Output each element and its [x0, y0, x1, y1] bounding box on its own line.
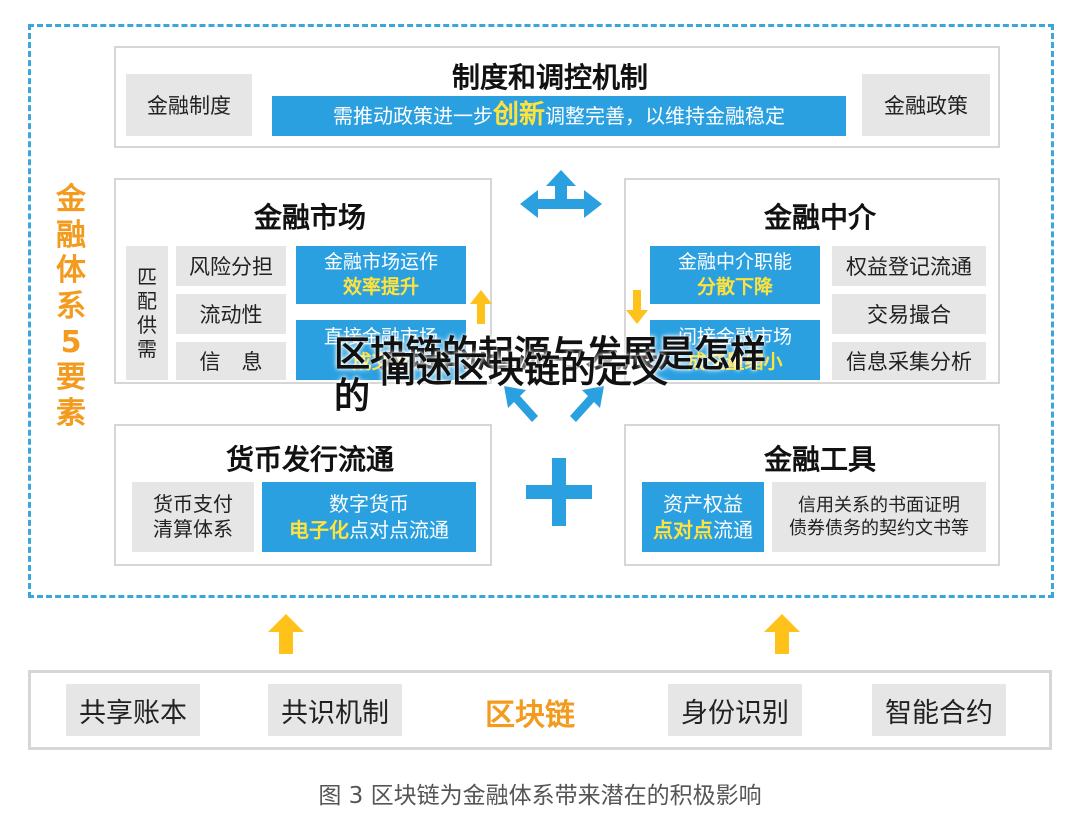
side-label-char: 素	[56, 396, 86, 432]
up-arrow-right-icon	[764, 614, 800, 654]
asset-equity-box: 资产权益 点对点流通	[642, 482, 764, 552]
side-label-char: 系	[56, 289, 86, 325]
match-char: 配	[137, 289, 157, 313]
shared-ledger-box: 共享账本	[66, 684, 200, 736]
market-efficiency-box: 金融市场运作 效率提升	[296, 246, 466, 304]
policy-innovation-banner: 需推动政策进一步 创新 调整完善，以维持金融稳定	[272, 96, 846, 136]
side-label-char: 融	[56, 217, 86, 253]
financial-policy-box: 金融政策	[862, 74, 990, 136]
supply-demand-match: 匹 配 供 需	[126, 246, 168, 380]
financial-institution-box: 金融制度	[126, 74, 252, 136]
information-box: 信 息	[176, 342, 286, 380]
four-way-arrow-icon	[520, 170, 602, 218]
regulation-title: 制度和调控机制	[451, 61, 648, 94]
consensus-box: 共识机制	[268, 684, 402, 736]
digital-currency-label: 数字货币	[329, 492, 409, 516]
match-char: 供	[137, 313, 157, 337]
digital-currency-post: 点对点流通	[349, 518, 449, 542]
currency-title: 货币发行流通	[225, 443, 394, 476]
market-efficiency-highlight: 效率提升	[342, 276, 419, 298]
intermediary-function-box: 金融中介职能 分散下降	[650, 246, 820, 304]
overlay-title-line1: 区块链的起源与发展是怎样	[334, 334, 767, 375]
match-char: 匹	[137, 265, 157, 289]
overlay-title-line2: 的	[334, 376, 371, 417]
asset-equity-label: 资产权益	[663, 492, 743, 516]
financial-intermediary-title: 金融中介	[763, 201, 876, 234]
side-label-char: 体	[56, 253, 86, 289]
intermediary-function-highlight: 分散下降	[696, 276, 773, 298]
asset-equity-highlight: 点对点	[653, 518, 713, 542]
financial-market-title: 金融市场	[253, 201, 366, 234]
direct-market-box: 直接金融市场 成交量	[296, 320, 466, 380]
side-label-char: 5	[60, 324, 82, 360]
intermediary-function-label: 金融中介职能	[677, 251, 792, 274]
banner-text-pre: 需推动政策进一步	[332, 104, 493, 128]
direct-market-highlight: 成交量	[352, 351, 410, 373]
diagonal-arrow-right-icon	[570, 386, 604, 422]
diagonal-arrow-left-icon	[504, 386, 538, 422]
equity-registration-box: 权益登记流通	[832, 246, 986, 286]
info-collection-box: 信息采集分析	[832, 342, 986, 380]
liquidity-box: 流动性	[176, 294, 286, 334]
risk-sharing-box: 风险分担	[176, 246, 286, 286]
financial-system-frame	[28, 24, 1054, 598]
credit-contract-box: 信用关系的书面证明 债券债务的契约文书等	[772, 482, 986, 552]
side-label-char: 要	[56, 360, 86, 396]
indirect-market-highlight: 成交量缩小	[687, 351, 783, 373]
identity-box: 身份识别	[668, 684, 802, 736]
side-label: 金 融 体 系 5 要 素	[50, 182, 92, 432]
up-arrow-left-icon	[268, 614, 304, 654]
yellow-down-arrow-icon	[626, 290, 648, 324]
payment-clearing-box: 货币支付 清算体系	[132, 482, 254, 552]
banner-text-post: 调整完善，以维持金融稳定	[545, 104, 785, 128]
match-char: 需	[137, 337, 157, 361]
digital-currency-box: 数字货币 电子化点对点流通	[262, 482, 476, 552]
indirect-market-label: 间接金融市场	[677, 326, 792, 349]
digital-currency-highlight: 电子化	[289, 518, 349, 542]
market-efficiency-label: 金融市场运作	[323, 251, 438, 274]
direct-market-label: 直接金融市场	[323, 326, 438, 349]
figure-caption: 图 3 区块链为金融体系带来潜在的积极影响	[318, 783, 762, 809]
overlay-subtitle: 阐述区块链的定义	[380, 350, 669, 391]
asset-equity-line: 点对点流通	[653, 517, 753, 543]
yellow-up-arrow-icon	[470, 290, 492, 324]
digital-currency-line: 电子化点对点流通	[289, 517, 449, 543]
financial-tools-title: 金融工具	[763, 443, 876, 476]
blockchain-label: 区块链	[485, 698, 575, 733]
side-label-char: 金	[56, 182, 86, 217]
asset-equity-post: 流通	[713, 518, 753, 542]
smart-contract-box: 智能合约	[872, 684, 1006, 736]
trade-matching-box: 交易撮合	[832, 294, 986, 334]
banner-highlight: 创新	[492, 100, 545, 131]
indirect-market-box: 间接金融市场 成交量缩小	[650, 320, 820, 380]
plus-icon	[526, 458, 592, 526]
